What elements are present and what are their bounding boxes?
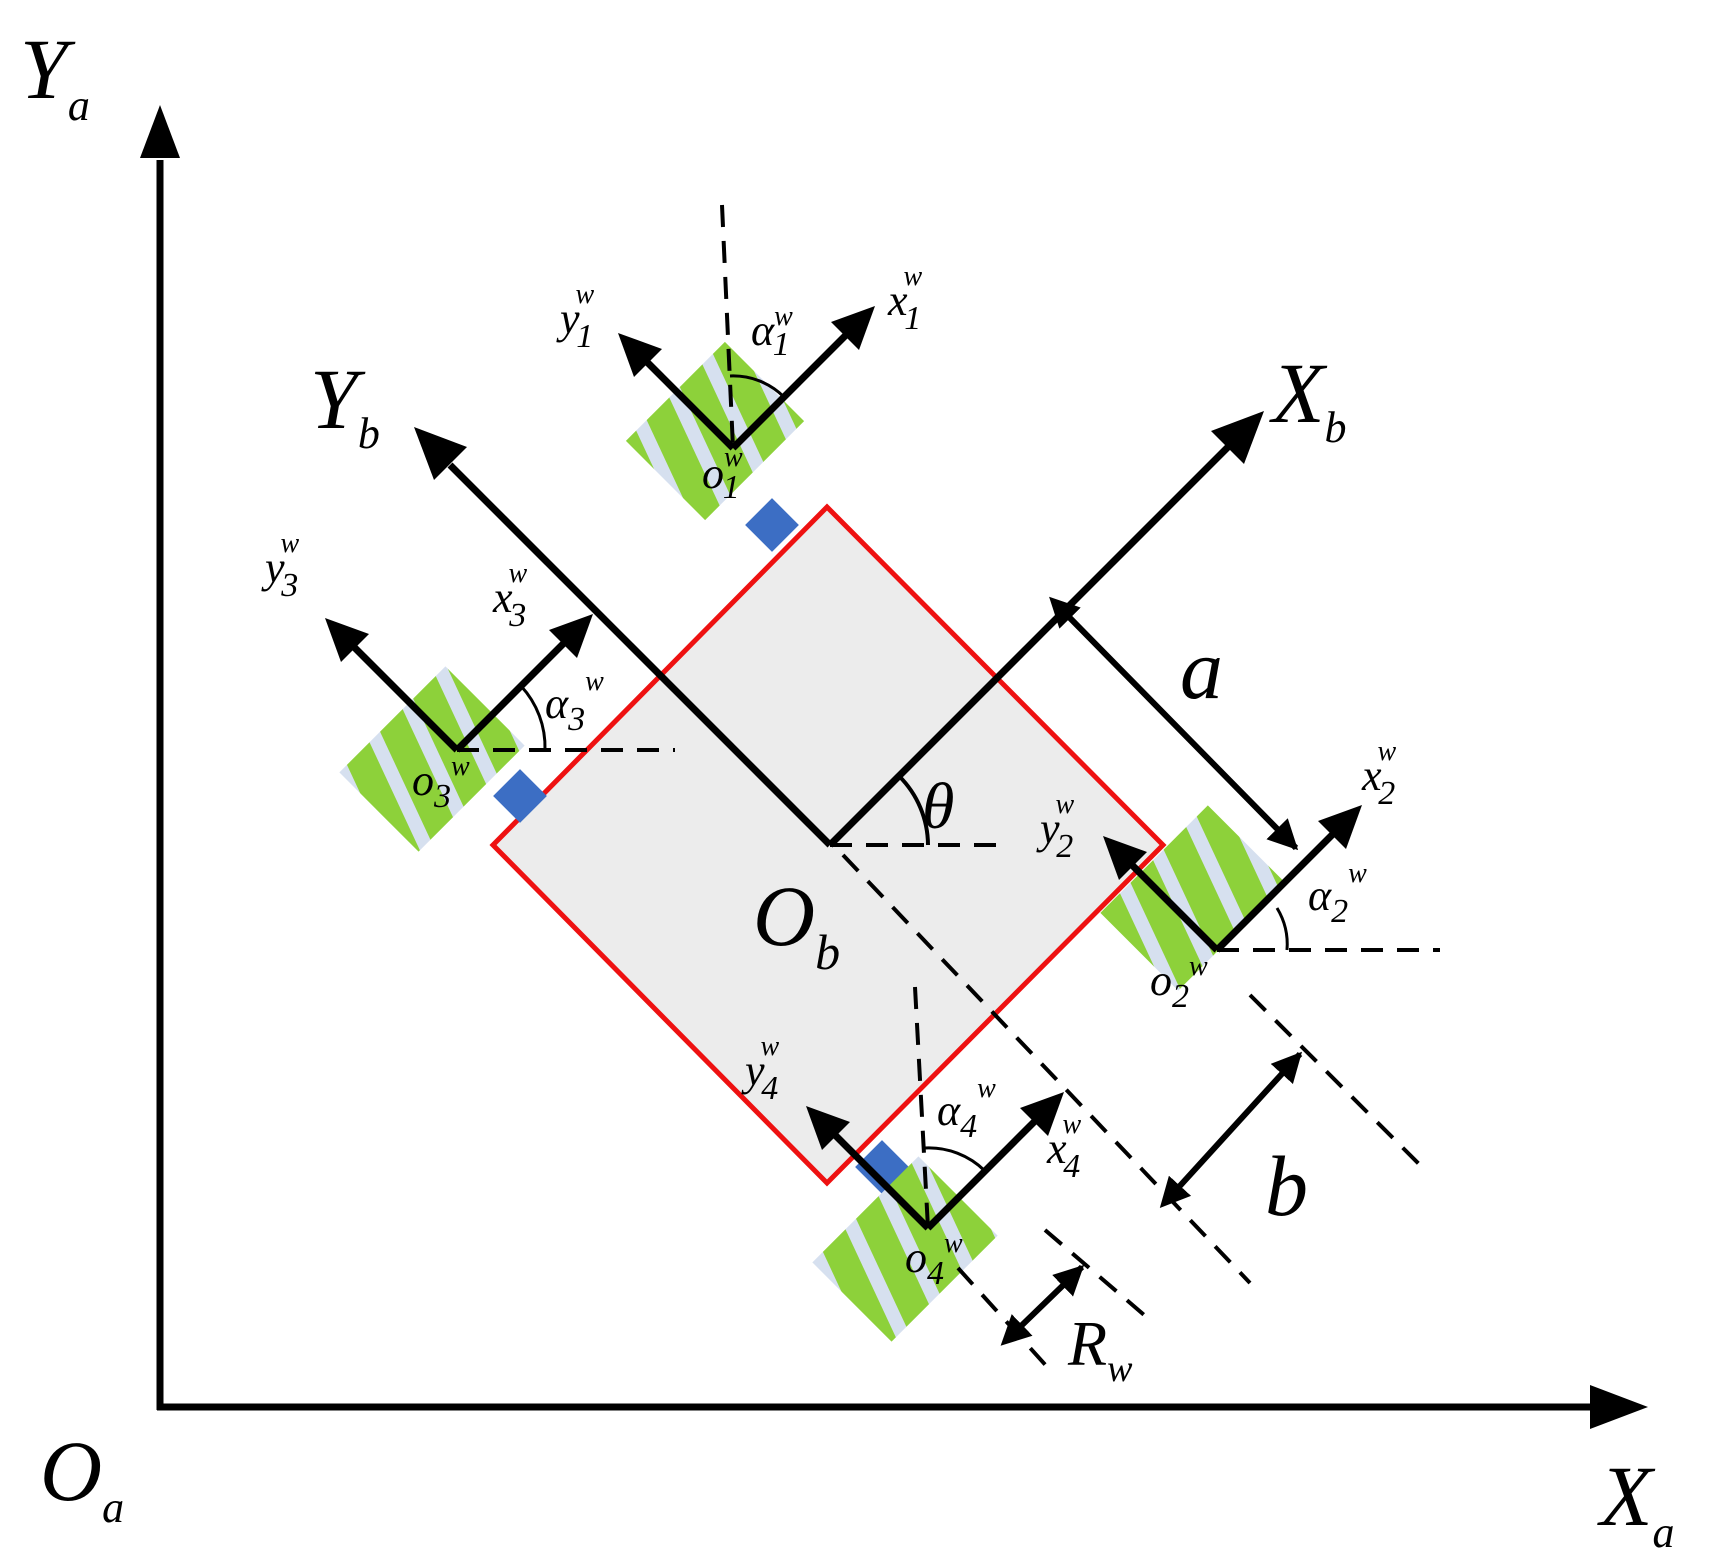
body-x-axis-label: Xb [1269, 345, 1347, 452]
body-y-arrow-icon [414, 427, 467, 480]
global-y-arrow-icon [140, 105, 180, 158]
dimension-arrows [1000, 596, 1303, 1346]
wheel4-alpha-label: α4w [937, 1073, 996, 1145]
alpha2-arc [1275, 907, 1289, 951]
wheel3-alpha-label: α3w [545, 666, 604, 738]
global-x-axis-label: Xa [1597, 1448, 1675, 1557]
wheel1-y-axis [642, 357, 736, 451]
wheel-3 [339, 666, 525, 852]
wheel4-diagonal-guide-outer [1043, 1228, 1152, 1322]
wheel2-origin-label: o2w [1150, 951, 1208, 1015]
wheel2-x-arrow-icon [1318, 805, 1362, 849]
wheel3-origin-label: o3w [412, 751, 470, 815]
wheel1-x-arrow-icon [831, 306, 875, 350]
wheel3-x-axis [454, 638, 569, 753]
wheel4-diagonal-guide-inner [956, 1266, 1052, 1372]
center-diagonal-guide [841, 853, 1252, 1285]
alpha-arcs [519, 374, 1289, 1173]
dimension-b-label: b [1265, 1138, 1308, 1234]
theta-label: θ [922, 770, 954, 843]
wheel1-vertical-reference [720, 204, 735, 449]
wheel-frames [349, 330, 1338, 1231]
wheel4-vertical-reference [913, 986, 930, 1229]
global-y-axis-label: Ya [20, 21, 90, 130]
wheel2-x-axis [1214, 829, 1338, 953]
wheel4-x-axis [925, 1116, 1040, 1231]
wheel-2 [1100, 805, 1286, 991]
wheel4-origin-label: o4w [905, 1228, 963, 1292]
wheel3-x-arrow-icon [549, 614, 593, 658]
wheel3-y-axis [349, 642, 460, 753]
global-origin-label: Oa [40, 1423, 124, 1532]
theta-arc [897, 774, 930, 846]
body-x-arrow-icon [1211, 411, 1264, 464]
wheel-radius-arrow [1000, 1264, 1085, 1346]
wheel4-x-arrow-icon [1020, 1092, 1064, 1136]
global-axes [140, 105, 1648, 1429]
body-origin-label: Ob [753, 868, 840, 980]
body-y-axis-label: Yb [310, 351, 380, 458]
body-x-axis [827, 442, 1233, 848]
alpha1-arc [729, 374, 786, 399]
wheel2-y-axis [1127, 860, 1220, 953]
alpha4-arc [924, 1146, 987, 1173]
body-frame-axes [447, 442, 1233, 848]
global-x-arrow-icon [1590, 1385, 1648, 1429]
dimension-b-arrow [1159, 1051, 1303, 1208]
wheel1-y-arrow-icon [618, 333, 662, 377]
wheel1-x-axis [730, 330, 851, 451]
wheel2-diagonal-guide [1248, 993, 1427, 1172]
wheel4-y-arrow-icon [806, 1106, 850, 1150]
dimension-a-label: a [1180, 621, 1223, 717]
wheel2-alpha-label: α2w [1308, 858, 1367, 930]
wheel4-y-axis [830, 1130, 931, 1231]
body-y-axis [447, 462, 833, 848]
dashed-guides [457, 204, 1440, 1372]
wheel3-y-arrow-icon [325, 618, 369, 662]
wheel-radius-label: Rw [1067, 1308, 1133, 1390]
alpha3-arc [519, 684, 547, 751]
dimension-a-arrow [1049, 596, 1299, 851]
